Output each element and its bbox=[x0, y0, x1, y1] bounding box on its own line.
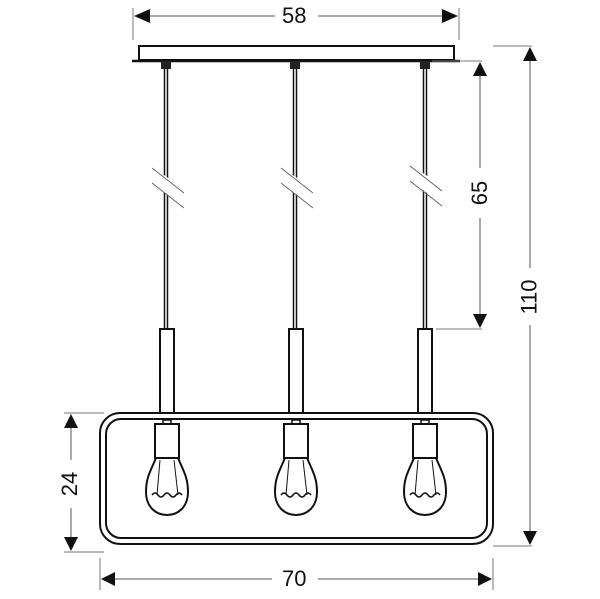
bulb-right bbox=[402, 419, 448, 517]
ceiling-canopy bbox=[132, 45, 460, 63]
suspension-cables bbox=[161, 61, 430, 328]
dimension-canopy-width bbox=[132, 8, 460, 40]
dimension-frame-height bbox=[64, 412, 104, 553]
dimension-total-height bbox=[493, 45, 537, 547]
bulb-middle bbox=[273, 419, 319, 517]
label-canopy-width: 58 bbox=[279, 5, 310, 27]
lamp-frame bbox=[99, 412, 494, 545]
label-cable-length: 65 bbox=[467, 177, 492, 209]
label-frame-width: 70 bbox=[279, 568, 310, 590]
label-total-height: 110 bbox=[517, 276, 542, 318]
rod-sleeves bbox=[159, 328, 433, 414]
bulb-left bbox=[144, 419, 190, 517]
dimension-cable-length bbox=[432, 60, 487, 330]
dimension-frame-width bbox=[99, 558, 494, 590]
label-frame-height: 24 bbox=[57, 468, 82, 500]
bulbs bbox=[144, 419, 448, 517]
cable-break-marks bbox=[148, 165, 443, 209]
